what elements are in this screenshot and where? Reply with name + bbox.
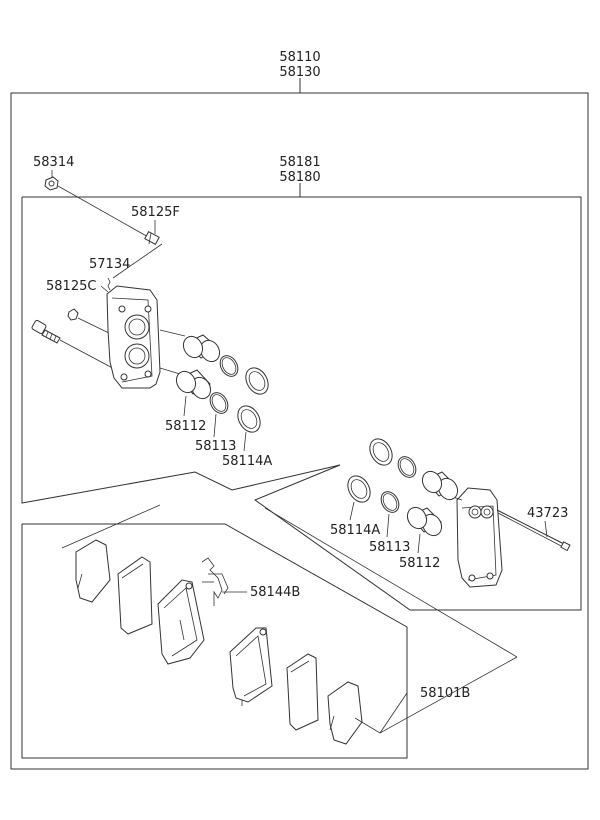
leader-58112-left (183, 395, 187, 417)
piston-right-top (421, 470, 459, 501)
boot-right-top (369, 438, 393, 466)
label-58113-left: 58113 (195, 439, 236, 454)
seal-left-bottom (209, 392, 229, 414)
leader-43723 (544, 520, 548, 538)
caliper-body-outer (456, 487, 503, 588)
piston-left-top (182, 334, 221, 363)
label-58101B: 58101B (420, 686, 470, 701)
leader-58114A-right (349, 501, 355, 521)
seal-right-top (397, 456, 417, 478)
shim-outer-left (75, 539, 111, 603)
shim-plate-left (117, 556, 153, 635)
label-58112-right: 58112 (399, 556, 440, 571)
leader-58101B (354, 692, 408, 734)
leader-58113-right (386, 513, 390, 538)
pad-kit-leader-top (61, 504, 161, 549)
label-58110: 58110 (279, 50, 320, 65)
bleeder-cap-58125f (144, 230, 160, 246)
clip-57134 (107, 277, 111, 291)
label-58114A-right: 58114A (330, 523, 380, 538)
leader-body-to-piston-bottom (159, 367, 181, 375)
shim-plate-right (286, 653, 319, 731)
leader-58125C (100, 285, 109, 293)
label-58144B: 58144B (250, 585, 300, 600)
label-58125F: 58125F (131, 205, 180, 220)
label-58113-right: 58113 (369, 540, 410, 555)
label-43723: 43723 (527, 506, 568, 521)
leader-body-to-piston-top (159, 329, 186, 337)
seal-left-top (219, 355, 239, 377)
leader-58113-left (213, 413, 217, 438)
boot-left-top (245, 367, 269, 395)
brake-pad-left (157, 579, 205, 665)
boot-left-bottom (237, 405, 261, 433)
caliper-bolt (31, 319, 61, 344)
label-58130: 58130 (279, 65, 320, 80)
label-58112-left: 58112 (165, 419, 206, 434)
brake-pad-right (229, 627, 273, 706)
piston-left-bottom (175, 369, 212, 400)
bleeder-screw (44, 176, 59, 191)
leader-58112-right (417, 533, 421, 554)
leader-58114A-left (243, 431, 247, 452)
piston-right-bottom (406, 506, 443, 537)
seal-right-bottom (380, 491, 400, 513)
pin-43723 (496, 509, 571, 552)
leader-58314-to-58125f (57, 185, 151, 239)
bolt-leader (59, 339, 121, 373)
pad-kit-frame (21, 523, 408, 759)
leader-58125F-to-57134 (112, 243, 163, 279)
boot-right-bottom (347, 475, 371, 503)
caliper-body-inner (106, 285, 161, 389)
anti-rattle-spring (201, 557, 229, 606)
pad-kit-leader-right (379, 656, 518, 734)
pad-kit-leader-mid (264, 507, 518, 658)
label-58180: 58180 (279, 170, 320, 185)
label-58314: 58314 (33, 155, 74, 170)
shim-outer-right (327, 681, 363, 745)
label-58181: 58181 (279, 155, 320, 170)
cap-58125c (67, 308, 79, 321)
label-57134: 57134 (89, 257, 130, 272)
label-58114A-left: 58114A (222, 454, 272, 469)
label-58125C: 58125C (46, 279, 96, 294)
caliper-set-frame (21, 196, 582, 611)
